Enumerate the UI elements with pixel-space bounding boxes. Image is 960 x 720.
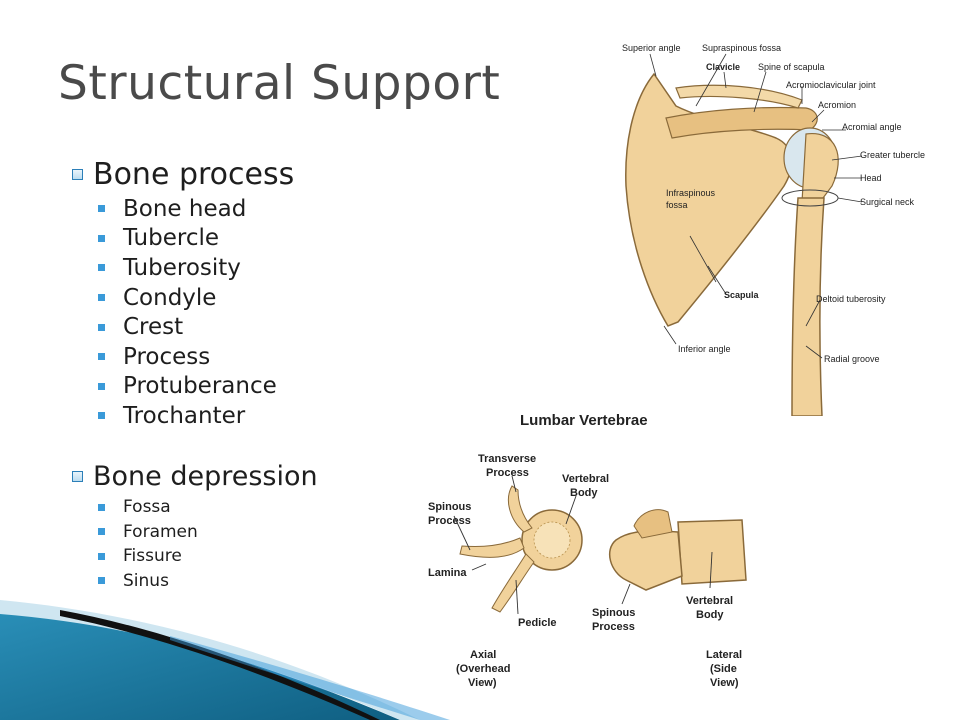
item-text: Bone head: [123, 195, 247, 222]
label-clavicle: Clavicle: [706, 62, 740, 72]
item-text: Fossa: [123, 497, 171, 517]
label-fossa: fossa: [666, 200, 688, 210]
checkbox-bullet-icon: [72, 168, 83, 180]
label-acromial-angle: Acromial angle: [842, 122, 902, 132]
heading-text: Bone depression: [93, 461, 318, 493]
label-surgical-neck: Surgical neck: [860, 197, 915, 207]
list-item: Bone head: [98, 194, 318, 224]
decorative-swoosh: [0, 600, 450, 720]
section-heading: Bone depression: [72, 459, 318, 495]
square-bullet-icon: [98, 264, 105, 272]
bullet-list: Bone process Bone head Tubercle Tuberosi…: [72, 154, 318, 593]
label-superior-angle: Superior angle: [622, 43, 681, 53]
label-pedicle: Pedicle: [518, 617, 557, 629]
label-spinous-process-lateral: Process: [592, 621, 635, 633]
item-text: Tuberosity: [123, 254, 241, 281]
square-bullet-icon: [98, 412, 105, 420]
label-infraspinous: Infraspinous: [666, 188, 716, 198]
checkbox-bullet-icon: [72, 471, 83, 483]
slide-title: Structural Support: [58, 56, 501, 111]
label-spinous: Spinous: [428, 501, 471, 513]
label-lamina: Lamina: [428, 567, 467, 579]
label-axial-overhead: (Overhead: [456, 663, 510, 675]
label-vertebral-lateral: Vertebral: [686, 595, 733, 607]
square-bullet-icon: [98, 552, 105, 560]
list-item: Fissure: [98, 544, 318, 569]
item-text: Condyle: [123, 284, 217, 311]
item-text: Process: [123, 343, 211, 370]
label-vertebral: Vertebral: [562, 473, 609, 485]
label-greater-tubercle: Greater tubercle: [860, 150, 925, 160]
item-text: Fissure: [123, 546, 182, 566]
heading-text: Bone process: [93, 156, 295, 192]
shoulder-anatomy-figure: Superior angle Supraspinous fossa Clavic…: [606, 26, 946, 416]
list-item: Sinus: [98, 568, 318, 593]
label-transverse-process: Process: [486, 467, 529, 479]
section-heading: Bone process: [72, 154, 318, 194]
label-radial-groove: Radial groove: [824, 354, 880, 364]
label-head: Head: [860, 173, 882, 183]
square-bullet-icon: [98, 503, 105, 511]
label-spine-of-scapula: Spine of scapula: [758, 62, 825, 72]
label-supraspinous-fossa: Supraspinous fossa: [702, 43, 781, 53]
label-vertebral-body: Body: [570, 487, 598, 499]
label-vertebral-body-lateral: Body: [696, 609, 724, 621]
square-bullet-icon: [98, 577, 105, 584]
square-bullet-icon: [98, 294, 105, 302]
list-item: Process: [98, 342, 318, 372]
lumbar-vertebrae-title: Lumbar Vertebrae: [520, 412, 648, 429]
label-acromion: Acromion: [818, 100, 856, 110]
label-scapula: Scapula: [724, 290, 760, 300]
square-bullet-icon: [98, 353, 105, 361]
lumbar-vertebrae-figure: Transverse Process Vertebral Body Spinou…: [428, 453, 747, 689]
list-item: Fossa: [98, 495, 318, 520]
list-item: Protuberance: [98, 372, 318, 402]
label-deltoid-tuberosity: Deltoid tuberosity: [816, 294, 886, 304]
section-bone-process: Bone process Bone head Tubercle Tuberosi…: [72, 154, 318, 431]
item-text: Protuberance: [123, 373, 277, 400]
list-item: Crest: [98, 312, 318, 342]
item-text: Sinus: [123, 570, 169, 591]
label-lateral-view: View): [710, 677, 739, 689]
item-text: Crest: [123, 314, 184, 341]
section-bone-depression: Bone depression Fossa Foramen Fissure Si…: [72, 459, 318, 593]
square-bullet-icon: [98, 323, 105, 331]
label-spinous-lateral: Spinous: [592, 607, 635, 619]
label-axial-view: View): [468, 677, 497, 689]
label-lateral-side: (Side: [710, 663, 737, 675]
list-item: Condyle: [98, 283, 318, 313]
label-transverse: Transverse: [478, 453, 536, 465]
square-bullet-icon: [98, 528, 105, 535]
label-inferior-angle: Inferior angle: [678, 344, 731, 354]
label-acromioclavicular-joint: Acromioclavicular joint: [786, 80, 876, 90]
label-axial: Axial: [470, 649, 496, 661]
list-item: Foramen: [98, 519, 318, 544]
list-item: Tuberosity: [98, 253, 318, 283]
square-bullet-icon: [98, 382, 105, 390]
list-item: Trochanter: [98, 401, 318, 431]
square-bullet-icon: [98, 234, 105, 242]
item-text: Tubercle: [123, 225, 220, 252]
label-lateral: Lateral: [706, 649, 742, 661]
item-text: Foramen: [123, 521, 198, 542]
label-spinous-process: Process: [428, 515, 471, 527]
item-text: Trochanter: [123, 402, 246, 429]
list-item: Tubercle: [98, 224, 318, 254]
square-bullet-icon: [98, 205, 105, 213]
